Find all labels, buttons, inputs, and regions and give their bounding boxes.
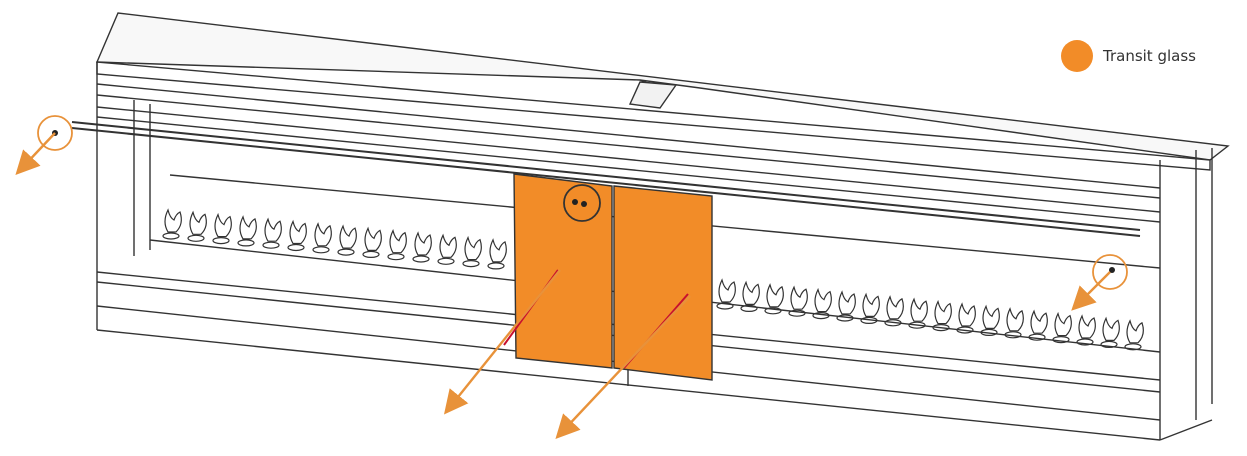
flame-shape bbox=[790, 285, 808, 310]
log-shape bbox=[1004, 331, 1022, 339]
log-shape bbox=[764, 307, 782, 315]
flame-shape bbox=[862, 292, 880, 317]
removal-arrows bbox=[15, 132, 1111, 439]
flame-shape bbox=[164, 208, 182, 233]
log-shape bbox=[187, 234, 205, 242]
arrow-right-screw bbox=[1071, 271, 1111, 311]
fireplace-housing-top bbox=[95, 12, 1230, 171]
flame-shape bbox=[214, 212, 232, 238]
flame-shape bbox=[1102, 316, 1120, 341]
transit-glass-panel-left bbox=[513, 173, 613, 369]
log-shape bbox=[908, 321, 926, 329]
log-shape bbox=[462, 260, 480, 268]
flame-logs-right bbox=[716, 278, 1144, 351]
flame-shape bbox=[314, 222, 332, 247]
flame-shape bbox=[718, 278, 736, 303]
log-shape bbox=[412, 255, 430, 263]
log-shape bbox=[312, 246, 330, 254]
log-shape bbox=[487, 262, 505, 270]
flame-shape bbox=[766, 283, 784, 308]
log-shape bbox=[437, 257, 455, 265]
flame-shape bbox=[742, 280, 760, 305]
flame-shape bbox=[1054, 311, 1072, 337]
log-shape bbox=[162, 232, 180, 240]
flame-shape bbox=[264, 217, 282, 242]
arrow-glass-left bbox=[443, 269, 561, 415]
arrow-glass-right bbox=[555, 295, 691, 439]
log-shape bbox=[212, 237, 230, 245]
flame-shape bbox=[934, 299, 952, 325]
log-shape bbox=[1076, 338, 1094, 346]
fireplace-frame bbox=[71, 62, 1213, 441]
flame-shape bbox=[1078, 314, 1096, 339]
screw-circle-left bbox=[37, 115, 73, 151]
flame-shape bbox=[364, 226, 382, 251]
flame-shape bbox=[1126, 319, 1144, 344]
transit-glass-panel-right bbox=[613, 185, 713, 381]
flame-shape bbox=[1006, 307, 1024, 332]
flame-shape bbox=[339, 224, 357, 249]
legend-label: Transit glass bbox=[1103, 47, 1196, 65]
log-shape bbox=[1028, 333, 1046, 341]
log-shape bbox=[812, 312, 830, 320]
log-shape bbox=[337, 248, 355, 256]
lid-joint bbox=[628, 81, 678, 109]
log-shape bbox=[1100, 340, 1118, 348]
log-shape bbox=[836, 314, 854, 322]
log-shape bbox=[884, 319, 902, 327]
log-shape bbox=[860, 316, 878, 324]
flame-shape bbox=[189, 210, 207, 235]
flame-shape bbox=[982, 304, 1000, 329]
legend: Transit glass bbox=[1061, 40, 1196, 72]
log-shape bbox=[387, 253, 405, 261]
flame-shape bbox=[814, 287, 832, 313]
log-shape bbox=[932, 324, 950, 332]
filled-circle-icon bbox=[1061, 40, 1093, 72]
flame-logs-left bbox=[162, 208, 507, 270]
flame-shape bbox=[239, 215, 257, 240]
log-shape bbox=[740, 304, 758, 312]
flame-shape bbox=[886, 295, 904, 320]
flame-shape bbox=[414, 231, 432, 256]
flame-shape bbox=[910, 297, 928, 322]
screw-markers bbox=[37, 115, 1128, 290]
log-shape bbox=[980, 328, 998, 336]
log-shape bbox=[362, 250, 380, 258]
log-shape bbox=[1124, 343, 1142, 351]
flame-shape bbox=[389, 228, 407, 254]
flame-shape bbox=[1030, 309, 1048, 334]
log-shape bbox=[287, 243, 305, 252]
log-shape bbox=[262, 241, 280, 249]
flame-shape bbox=[439, 233, 457, 258]
log-shape bbox=[237, 239, 255, 247]
flame-shape bbox=[958, 302, 976, 327]
screw-circle-right bbox=[1092, 254, 1128, 290]
flame-shape bbox=[289, 219, 307, 245]
screw-circle-center bbox=[563, 184, 601, 222]
flame-shape bbox=[464, 235, 482, 261]
log-shape bbox=[716, 302, 734, 310]
screw-dots bbox=[52, 130, 1115, 273]
flame-shape bbox=[489, 238, 507, 263]
flame-shape bbox=[838, 290, 856, 315]
arrow-left-screw bbox=[15, 132, 56, 175]
transit-glass-panels bbox=[503, 173, 713, 381]
log-shape bbox=[788, 309, 806, 317]
log-shape bbox=[1052, 336, 1070, 344]
log-shape bbox=[956, 326, 974, 334]
